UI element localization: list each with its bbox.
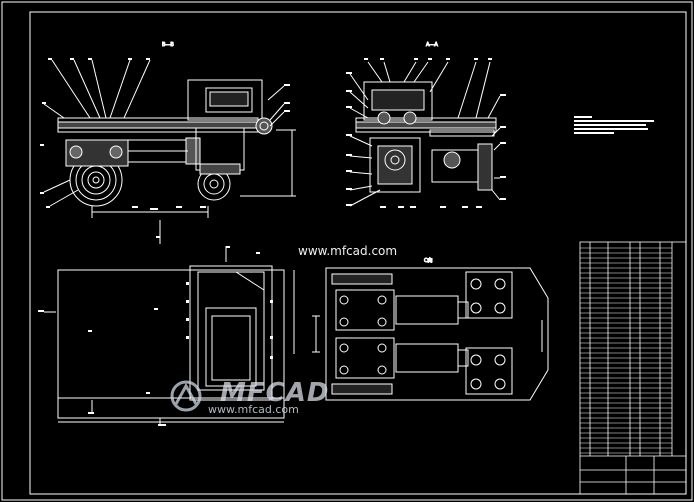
mfcad-logo bbox=[170, 380, 202, 412]
view-b-b-label: B—B bbox=[162, 42, 174, 48]
view-b-b: B—B bbox=[40, 42, 296, 244]
watermark-logo-text: MFCAD bbox=[220, 378, 330, 408]
view-c-label: C向 bbox=[424, 257, 433, 264]
view-front bbox=[38, 246, 295, 426]
view-a-a: A—A bbox=[346, 42, 506, 208]
view-a-a-label: A—A bbox=[426, 42, 438, 48]
watermark-top-url: www.mfcad.com bbox=[298, 244, 398, 258]
bom-rows bbox=[580, 247, 672, 454]
watermark-bottom-url: www.mfcad.com bbox=[208, 403, 299, 416]
view-c: C向 bbox=[312, 257, 549, 401]
tech-notes bbox=[574, 116, 654, 134]
